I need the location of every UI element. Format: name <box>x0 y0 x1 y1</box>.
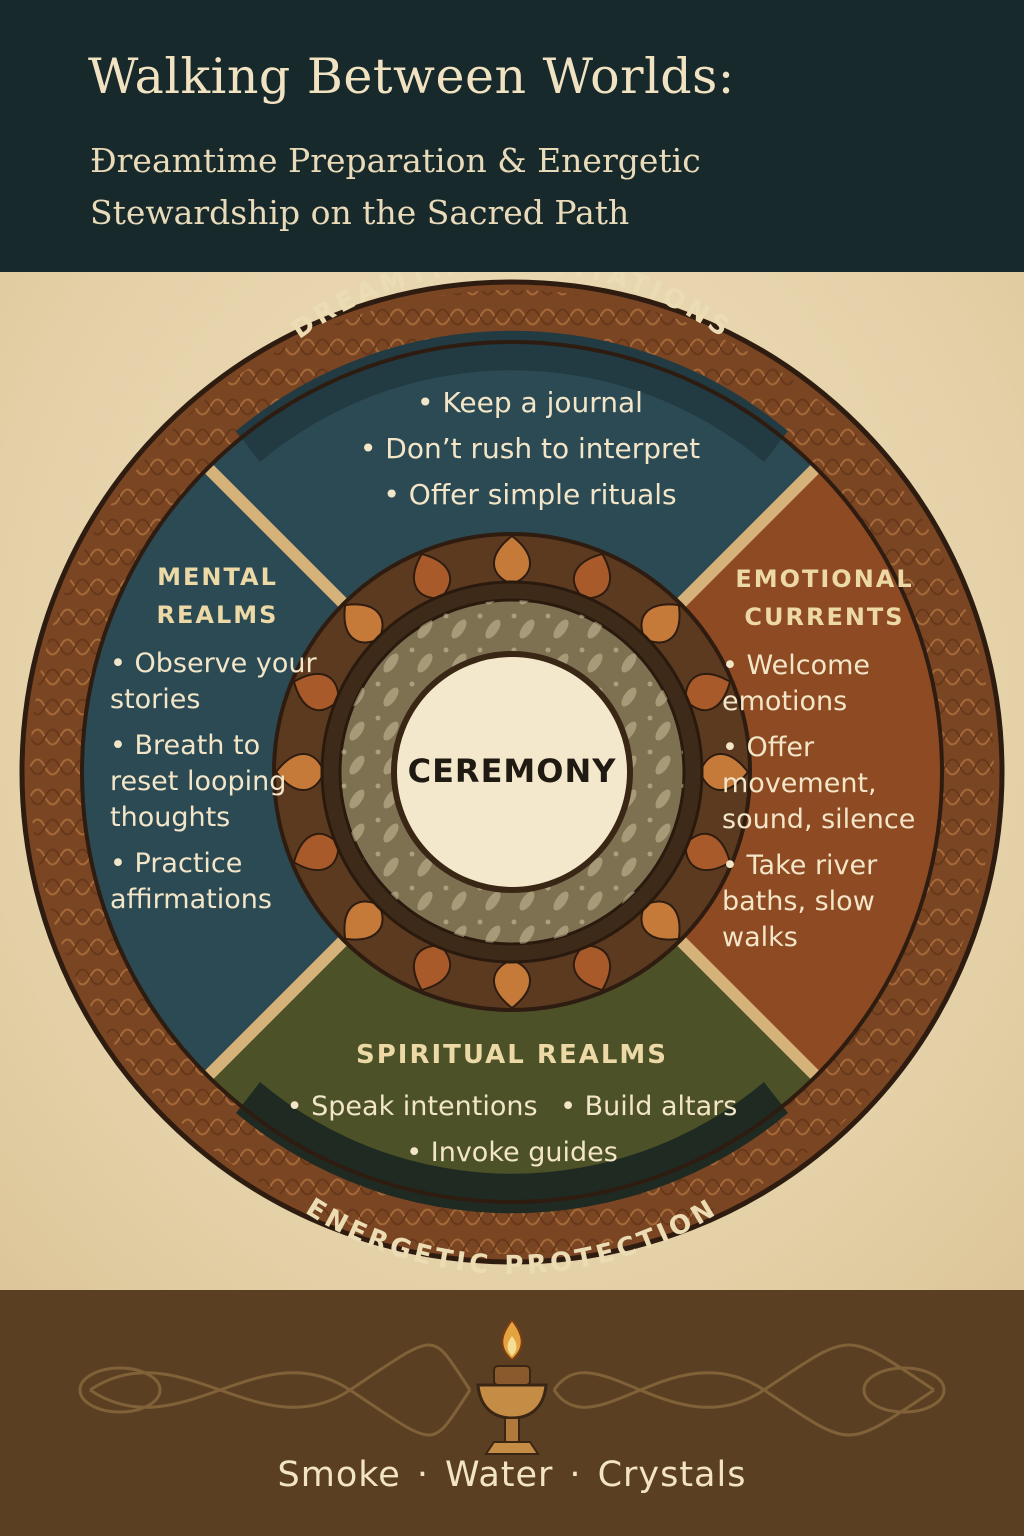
footer-separator: · <box>416 1455 429 1495</box>
emotional-list: Welcome emotions Offer movement, sound, … <box>722 648 927 956</box>
spiritual-quadrant <box>82 772 942 1202</box>
list-item: Practice affirmations <box>110 846 325 918</box>
footer-item-smoke: Smoke <box>277 1455 401 1495</box>
footer-knotwork <box>78 1318 946 1455</box>
subtitle-line-2: Stewardship on the Sacred Path <box>90 193 630 232</box>
list-item: Keep a journal <box>340 380 720 426</box>
page-subtitle: Ɖreamtime Preparation & Energetic Stewar… <box>90 135 701 239</box>
mental-heading: MENTAL REALMS <box>110 558 325 634</box>
dreamtime-list: Keep a journal Don’t rush to interpret O… <box>340 380 720 518</box>
emotional-section: EMOTIONAL CURRENTS Welcome emotions Offe… <box>722 560 927 966</box>
footer-banner <box>0 1290 1024 1536</box>
footer-elements: Smoke · Water · Crystals <box>0 1455 1024 1495</box>
subtitle-line-1: Ɖreamtime Preparation & Energetic <box>90 141 701 180</box>
mental-section: MENTAL REALMS Observe your stories Breat… <box>110 558 325 928</box>
mental-heading-line-2: REALMS <box>156 601 279 629</box>
spiritual-list: • Speak intentions • Build altars • Invo… <box>262 1084 762 1176</box>
emotional-heading: EMOTIONAL CURRENTS <box>722 560 927 636</box>
header-banner: Walking Between Worlds: Ɖreamtime Prepar… <box>0 0 1024 272</box>
mental-heading-line-1: MENTAL <box>157 563 278 591</box>
emotional-heading-line-1: EMOTIONAL <box>735 565 914 593</box>
list-item: Welcome emotions <box>722 648 927 720</box>
spiritual-section: SPIRITUAL REALMS • Speak intentions • Bu… <box>262 1040 762 1176</box>
list-item: Breath to reset looping thoughts <box>110 728 325 836</box>
footer-item-crystals: Crystals <box>597 1455 747 1495</box>
list-item: • Speak intentions <box>286 1091 538 1122</box>
footer-separator: · <box>569 1455 582 1495</box>
list-item: • Invoke guides <box>406 1137 618 1168</box>
emotional-heading-line-2: CURRENTS <box>744 603 905 631</box>
page-title: Walking Between Worlds: <box>88 48 735 105</box>
ceremony-center <box>391 651 633 893</box>
list-item: Don’t rush to interpret <box>340 426 720 472</box>
list-item: Offer movement, sound, silence <box>722 730 927 838</box>
list-item: • Build altars <box>560 1091 738 1122</box>
spiritual-heading: SPIRITUAL REALMS <box>355 1040 668 1070</box>
footer-item-water: Water <box>444 1455 554 1495</box>
list-item: Offer simple rituals <box>340 472 720 518</box>
mental-list: Observe your stories Breath to reset loo… <box>110 646 325 918</box>
list-item: Take river baths, slow walks <box>722 848 927 956</box>
center-label: CEREMONY <box>407 752 617 790</box>
list-item: Observe your stories <box>110 646 325 718</box>
chalice-icon <box>476 1318 548 1455</box>
